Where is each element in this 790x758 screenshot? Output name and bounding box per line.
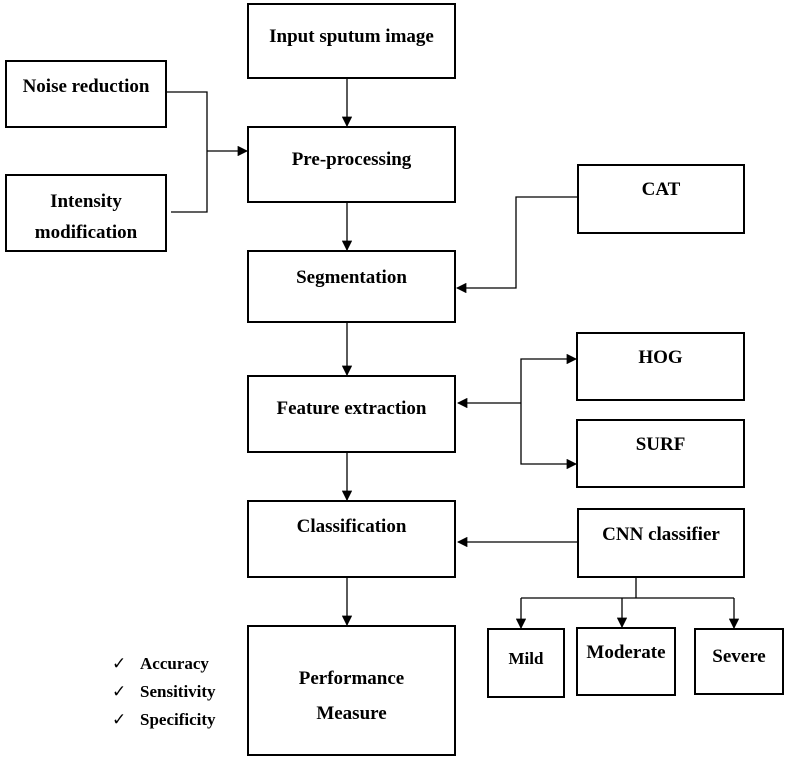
classification-label: Classification [296,516,407,537]
noise-reduction-label: Noise reduction [22,76,150,97]
segmentation-label: Segmentation [296,267,407,288]
check-icon: ✓ [112,682,127,702]
moderate-label: Moderate [586,642,666,663]
mild-label: Mild [508,649,544,668]
preprocessing-label: Pre-processing [291,149,412,170]
arrow-to-hog [520,353,578,403]
check-icon: ✓ [112,654,127,674]
severe-box: Severe [694,628,784,695]
feature-extraction-label: Feature extraction [276,398,427,419]
moderate-box: Moderate [576,627,676,696]
performance-measure-box: Performance Measure [247,625,456,756]
arrow-cat-to-segmentation [455,196,577,294]
cnn-classifier-label: CNN classifier [602,524,720,545]
severe-label: Severe [712,646,766,667]
intensity-label-line1: Intensity [50,191,122,213]
intensity-modification-box: Intensity modification [5,174,167,252]
noise-reduction-box: Noise reduction [5,60,167,128]
metric-item: ✓ Sensitivity [112,678,216,706]
mild-box: Mild [487,628,565,698]
metric-item: ✓ Accuracy [112,650,216,678]
cat-label: CAT [641,179,681,200]
hog-box: HOG [576,332,745,401]
performance-label-line1: Performance [298,668,405,690]
performance-label-line2: Measure [316,703,387,724]
preprocessing-box: Pre-processing [247,126,456,203]
line-noise-reduction [167,91,208,213]
intensity-label-line2: modification [34,222,138,243]
segmentation-box: Segmentation [247,250,456,323]
metric-label: Sensitivity [140,682,216,701]
cat-box: CAT [577,164,745,234]
hog-label: HOG [638,347,683,368]
cnn-classifier-box: CNN classifier [577,508,745,578]
metrics-checklist: ✓ Accuracy ✓ Sensitivity ✓ Specificity [112,650,216,734]
metric-item: ✓ Specificity [112,706,216,734]
surf-box: SURF [576,419,745,488]
feature-extraction-box: Feature extraction [247,375,456,453]
classification-box: Classification [247,500,456,578]
metric-label: Specificity [140,710,216,729]
input-image-box: Input sputum image [247,3,456,79]
arrow-to-surf [520,403,578,470]
metric-label: Accuracy [140,654,209,673]
input-image-label: Input sputum image [269,26,434,47]
check-icon: ✓ [112,710,127,730]
surf-label: SURF [635,434,686,455]
